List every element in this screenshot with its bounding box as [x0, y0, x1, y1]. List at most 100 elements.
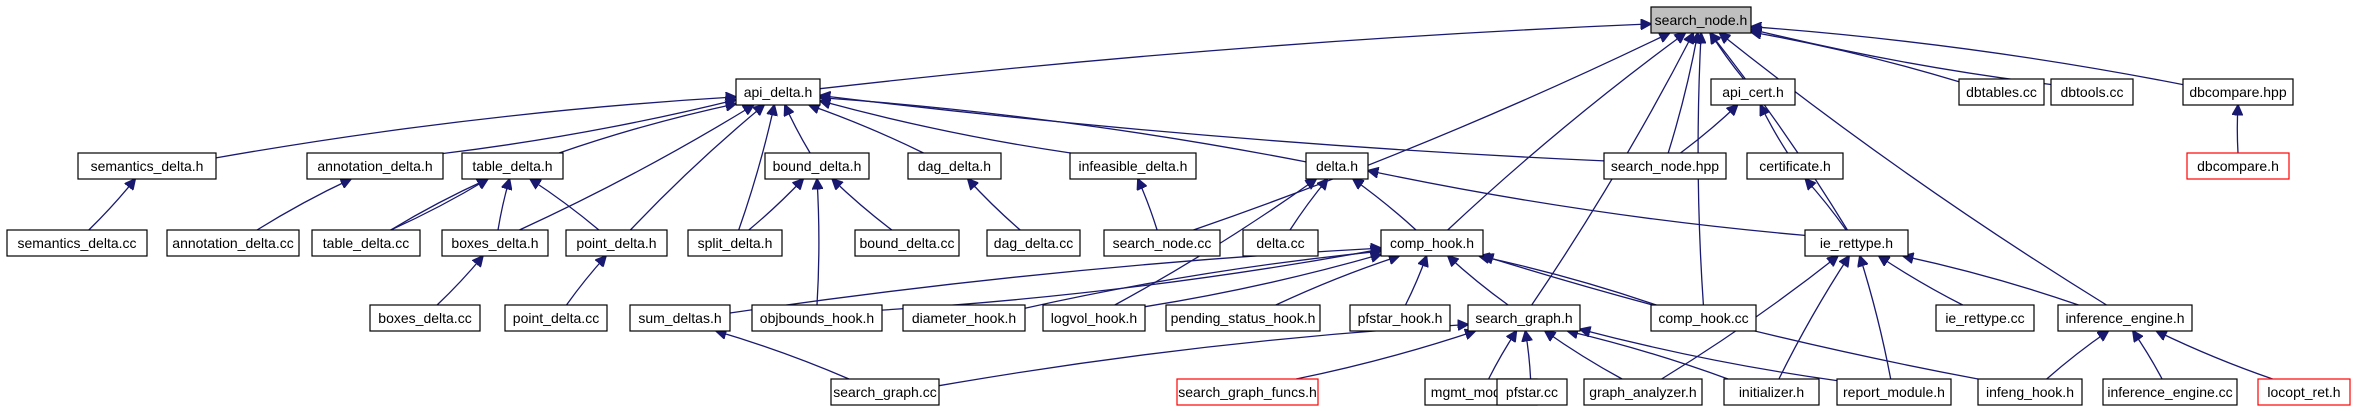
- node-box: [2182, 78, 2294, 106]
- node-table-delta-h[interactable]: table_delta.h: [461, 152, 564, 180]
- node-point-delta-h[interactable]: point_delta.h: [565, 229, 668, 257]
- node-box: [1380, 229, 1484, 257]
- edge-infeasible_delta_h-to-api_delta_h: [820, 101, 1071, 154]
- node-box: [1723, 378, 1820, 406]
- edge-infeng_hook_h-to-inference_engine_h: [2046, 331, 2109, 380]
- node-bound-delta-h[interactable]: bound_delta.h: [764, 152, 870, 180]
- node-box: [565, 229, 668, 257]
- node-search-node-cc[interactable]: search_node.cc: [1103, 229, 1221, 257]
- node-graph-analyzer-h[interactable]: graph_analyzer.h: [1583, 378, 1703, 406]
- node-dbcompare-h[interactable]: dbcompare.h: [2186, 152, 2290, 180]
- node-inference-engine-h[interactable]: inference_engine.h: [2057, 304, 2193, 332]
- node-label: semantics_delta.cc: [17, 235, 136, 251]
- edge-pfstar_hook_h-to-comp_hook_h: [1404, 256, 1427, 306]
- node-logvol-hook-h[interactable]: logvol_hook.h: [1042, 304, 1146, 332]
- edge-search_graph_cc-to-sum_deltas_h: [716, 331, 850, 380]
- edge-table_delta_h-to-api_delta_h: [558, 104, 736, 154]
- node-pfstar-hook-h[interactable]: pfstar_hook.h: [1349, 304, 1451, 332]
- node-dag-delta-cc[interactable]: dag_delta.cc: [986, 229, 1081, 257]
- node-dag-delta-h[interactable]: dag_delta.h: [907, 152, 1002, 180]
- node-pfstar-cc[interactable]: pfstar.cc: [1496, 378, 1568, 406]
- node-box: [369, 304, 481, 332]
- edge-table_delta_cc-to-table_delta_h: [390, 179, 488, 231]
- node-boxes-delta-h[interactable]: boxes_delta.h: [441, 229, 549, 257]
- node-api-cert-h[interactable]: api_cert.h: [1710, 78, 1796, 106]
- node-dbtables-cc[interactable]: dbtables.cc: [1958, 78, 2045, 106]
- edge-dag_delta_h-to-api_delta_h: [809, 105, 924, 154]
- node-box: [1935, 304, 2035, 332]
- edge-search_node_hpp-to-search_node_h: [1667, 33, 1698, 154]
- node-dbcompare-hpp[interactable]: dbcompare.hpp: [2182, 78, 2294, 106]
- edge-sum_deltas_h-to-comp_hook_h: [729, 248, 1381, 314]
- node-locopt-ret-h[interactable]: locopt_ret.h: [2257, 378, 2351, 406]
- node-search-graph-funcs-h[interactable]: search_graph_funcs.h: [1176, 378, 1319, 406]
- edge-dbcompare_h-to-dbcompare_hpp: [2237, 105, 2238, 154]
- node-box: [306, 152, 444, 180]
- node-label: dbcompare.hpp: [2189, 84, 2287, 100]
- node-box: [1305, 152, 1369, 180]
- node-point-delta-cc[interactable]: point_delta.cc: [504, 304, 608, 332]
- node-box: [1242, 229, 1319, 257]
- node-api-delta-h[interactable]: api_delta.h: [735, 78, 821, 106]
- node-box: [166, 229, 300, 257]
- node-annotation-delta-h[interactable]: annotation_delta.h: [306, 152, 444, 180]
- node-dbtools-cc[interactable]: dbtools.cc: [2050, 78, 2134, 106]
- node-search-node-hpp[interactable]: search_node.hpp: [1603, 152, 1727, 180]
- edge-ie_rettype_h-to-delta_h: [1368, 171, 1806, 237]
- edge-point_delta_h-to-api_delta_h: [629, 105, 764, 231]
- node-label: search_graph.h: [1475, 310, 1572, 326]
- node-ie-rettype-cc[interactable]: ie_rettype.cc: [1935, 304, 2035, 332]
- node-box: [907, 152, 1002, 180]
- node-sum-deltas-h[interactable]: sum_deltas.h: [629, 304, 731, 332]
- edge-pending_status_hook_h-to-comp_hook_h: [1275, 256, 1399, 306]
- node-semantics-delta-h[interactable]: semantics_delta.h: [77, 152, 217, 180]
- node-search-graph-h[interactable]: search_graph.h: [1467, 304, 1581, 332]
- node-box: [1804, 229, 1909, 257]
- edge-bound_delta_cc-to-bound_delta_h: [832, 179, 893, 231]
- edge-search_node_hpp-to-api_delta_h: [820, 96, 1605, 162]
- node-initializer-h[interactable]: initializer.h: [1723, 378, 1820, 406]
- node-infeng-hook-h[interactable]: infeng_hook.h: [1977, 378, 2083, 406]
- node-comp-hook-h[interactable]: comp_hook.h: [1380, 229, 1484, 257]
- node-split-delta-h[interactable]: split_delta.h: [687, 229, 783, 257]
- node-table-delta-cc[interactable]: table_delta.cc: [311, 229, 421, 257]
- node-label: dag_delta.h: [918, 158, 991, 174]
- node-pending-status-hook-h[interactable]: pending_status_hook.h: [1165, 304, 1321, 332]
- node-report-module-h[interactable]: report_module.h: [1836, 378, 1952, 406]
- node-label: pfstar_hook.h: [1358, 310, 1443, 326]
- node-search-node-h[interactable]: search_node.h: [1650, 6, 1752, 34]
- node-inference-engine-cc[interactable]: inference_engine.cc: [2102, 378, 2238, 406]
- edge-split_delta_h-to-bound_delta_h: [748, 179, 803, 231]
- edge-mgmt_module_h-to-search_graph_h: [1488, 331, 1517, 380]
- edge-search_node_cc-to-search_node_h: [1193, 33, 1669, 231]
- node-label: dbcompare.h: [2197, 158, 2279, 174]
- node-label: certificate.h: [1759, 158, 1831, 174]
- node-boxes-delta-cc[interactable]: boxes_delta.cc: [369, 304, 481, 332]
- node-search-graph-cc[interactable]: search_graph.cc: [830, 378, 940, 406]
- node-annotation-delta-cc[interactable]: annotation_delta.cc: [166, 229, 300, 257]
- node-label: comp_hook.h: [1390, 235, 1474, 251]
- node-semantics-delta-cc[interactable]: semantics_delta.cc: [6, 229, 148, 257]
- node-comp-hook-cc[interactable]: comp_hook.cc: [1650, 304, 1757, 332]
- node-infeasible-delta-h[interactable]: infeasible_delta.h: [1069, 152, 1197, 180]
- node-diameter-hook-h[interactable]: diameter_hook.h: [902, 304, 1026, 332]
- node-label: logvol_hook.h: [1051, 310, 1137, 326]
- node-delta-h[interactable]: delta.h: [1305, 152, 1369, 180]
- node-box: [751, 304, 883, 332]
- node-box: [1650, 304, 1757, 332]
- node-box: [1349, 304, 1451, 332]
- node-box: [1069, 152, 1197, 180]
- node-delta-cc[interactable]: delta.cc: [1242, 229, 1319, 257]
- node-certificate-h[interactable]: certificate.h: [1746, 152, 1844, 180]
- node-objbounds-hook-h[interactable]: objbounds_hook.h: [751, 304, 883, 332]
- edge-initializer_h-to-ie_rettype_h: [1778, 256, 1849, 380]
- node-box: [2050, 78, 2134, 106]
- node-ie-rettype-h[interactable]: ie_rettype.h: [1804, 229, 1909, 257]
- node-bound-delta-cc[interactable]: bound_delta.cc: [854, 229, 960, 257]
- node-box: [1603, 152, 1727, 180]
- node-label: dag_delta.cc: [994, 235, 1073, 251]
- node-box: [1496, 378, 1568, 406]
- edge-point_delta_cc-to-point_delta_h: [565, 256, 607, 306]
- edge-point_delta_h-to-table_delta_h: [530, 179, 600, 231]
- node-box: [2257, 378, 2351, 406]
